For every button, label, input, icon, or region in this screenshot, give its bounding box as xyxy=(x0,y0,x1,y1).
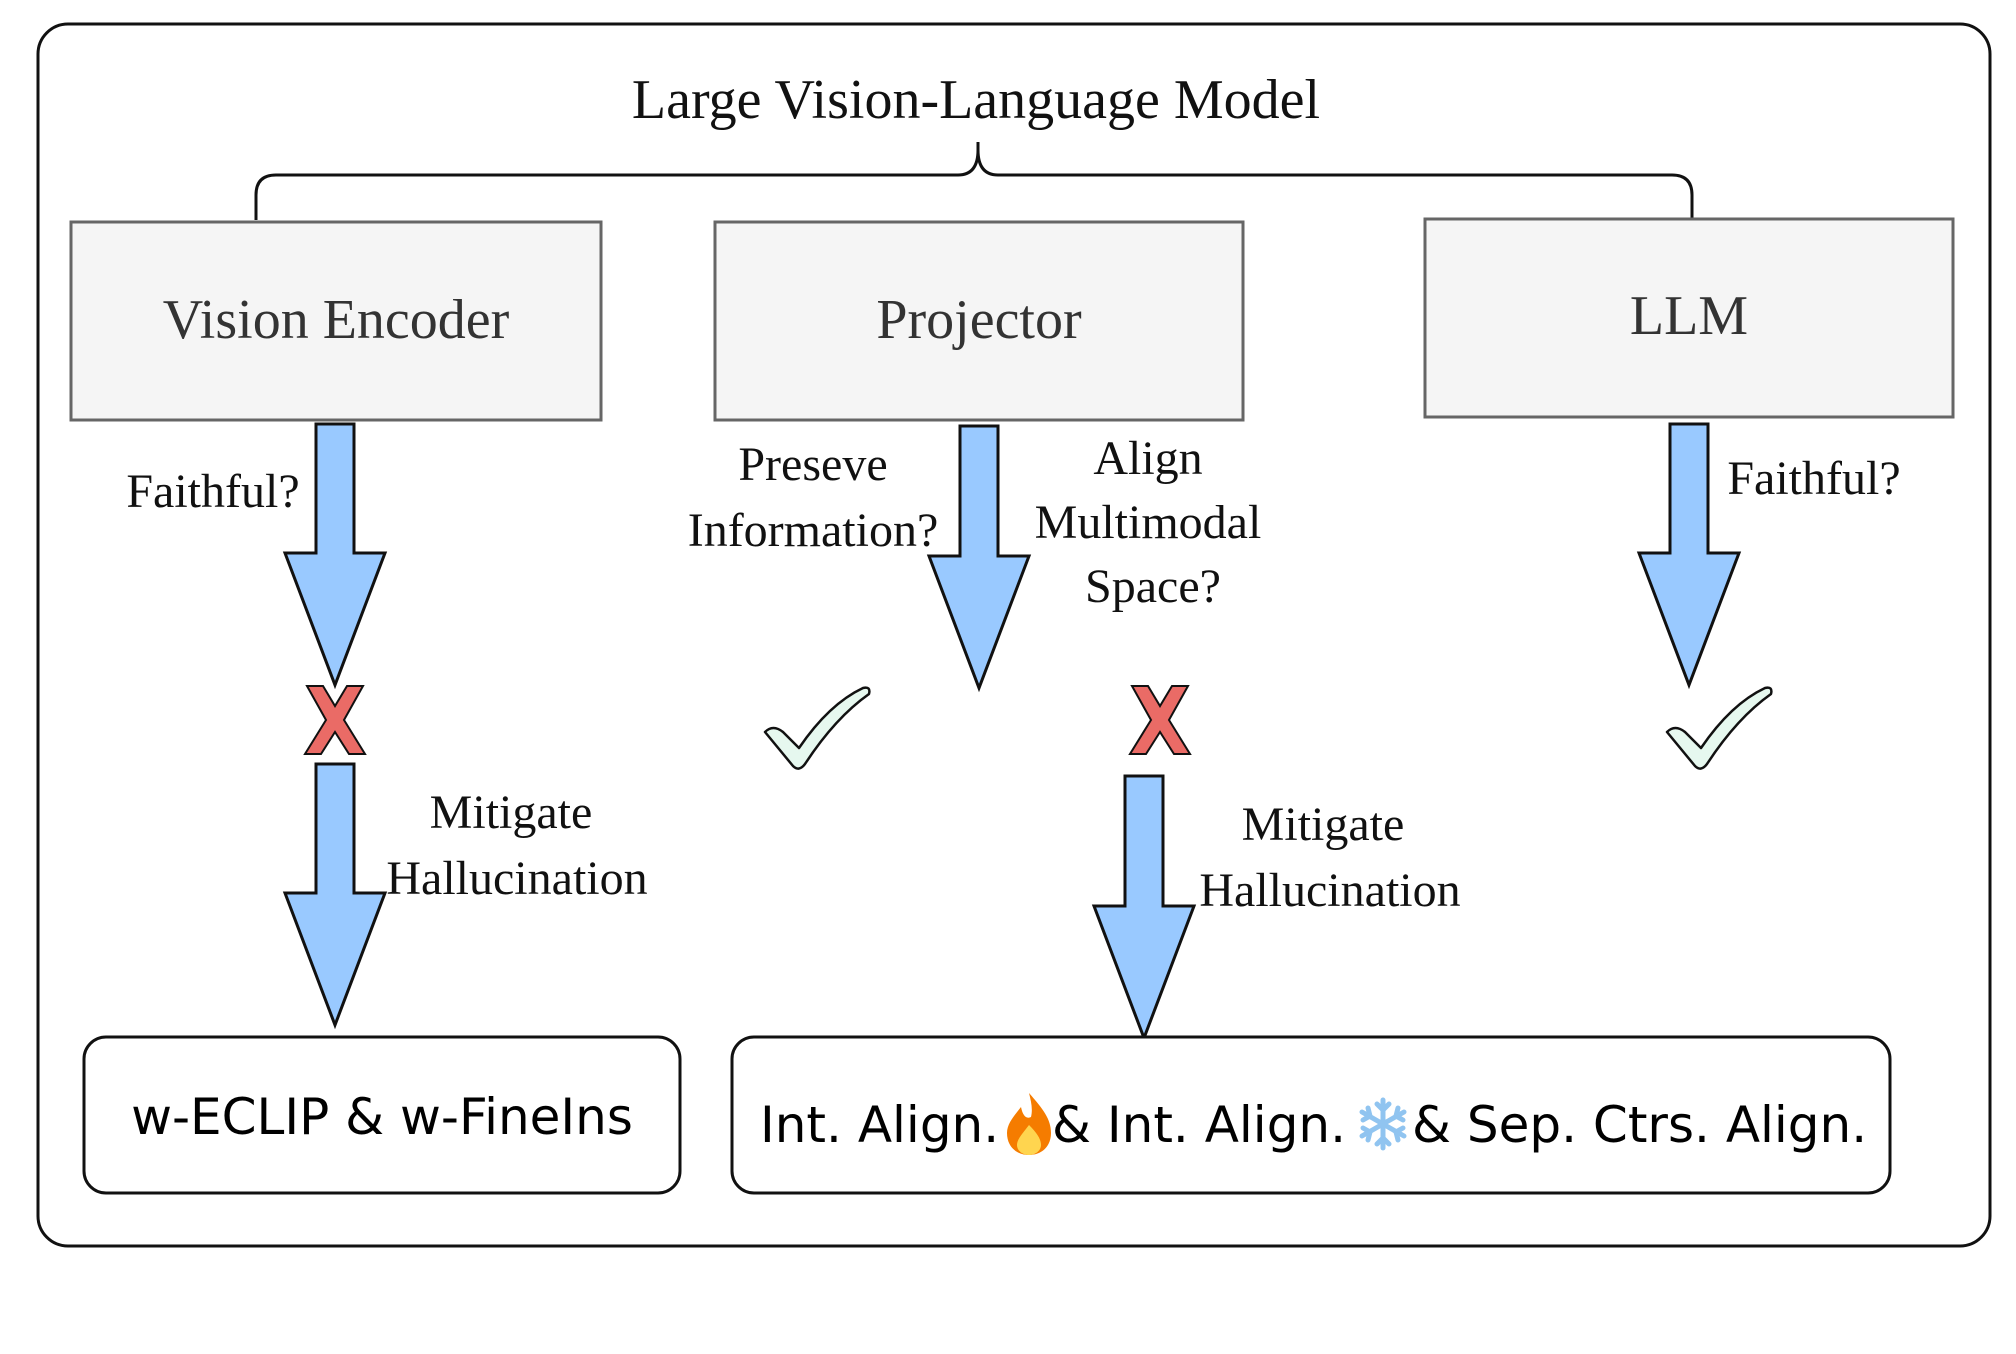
projector-question-left-line2: Information? xyxy=(688,504,939,557)
diagram-title: Large Vision-Language Model xyxy=(632,69,1320,131)
llm-box: LLM xyxy=(1423,217,1955,419)
snowflake-icon xyxy=(1359,1097,1407,1151)
result-left-text: w-ECLIP & w-FineIns xyxy=(131,1088,633,1146)
vision-encoder-box: Vision Encoder xyxy=(69,220,603,422)
llm-question: Faithful? xyxy=(1727,452,1900,505)
projector-question-right-line3: Space? xyxy=(1085,560,1221,613)
result-right-part1: Int. Align. xyxy=(760,1096,999,1154)
mitigate-left-line2: Hallucination xyxy=(386,852,647,905)
result-box-left: w-ECLIP & w-FineIns xyxy=(82,1035,682,1195)
cross-icon xyxy=(303,685,367,755)
check-icon xyxy=(1665,686,1773,770)
mitigate-right-line2: Hallucination xyxy=(1199,864,1460,917)
llm-label: LLM xyxy=(1630,285,1748,347)
arrow-projector-down xyxy=(926,424,1032,693)
outer-frame xyxy=(36,22,1992,1248)
projector-box: Projector xyxy=(713,220,1245,422)
vision-encoder-question: Faithful? xyxy=(126,465,299,518)
vision-encoder-label: Vision Encoder xyxy=(163,289,510,351)
arrow-mitigate-left xyxy=(282,762,388,1030)
projector-label: Projector xyxy=(876,289,1082,351)
mitigate-left-line1: Mitigate xyxy=(430,786,593,839)
projector-question-right-line2: Multimodal xyxy=(1035,496,1262,549)
result-right-part2: & Int. Align. xyxy=(1052,1096,1346,1154)
cross-icon xyxy=(1128,685,1192,755)
arrow-llm-down xyxy=(1636,422,1742,690)
arrow-vision-encoder-down xyxy=(282,422,388,690)
projector-question-right-line1: Align xyxy=(1093,432,1202,485)
check-icon xyxy=(763,686,871,770)
grouping-brace xyxy=(254,142,1694,220)
mitigate-right-line1: Mitigate xyxy=(1242,798,1405,851)
fire-icon xyxy=(1007,1093,1051,1155)
arrow-mitigate-right xyxy=(1091,774,1197,1043)
result-right-part3: & Sep. Ctrs. Align. xyxy=(1412,1096,1867,1154)
result-box-right: Int. Align. & Int. Align. & Sep. Ctrs. A… xyxy=(730,1035,1892,1195)
projector-question-left-line1: Preseve xyxy=(738,438,887,491)
